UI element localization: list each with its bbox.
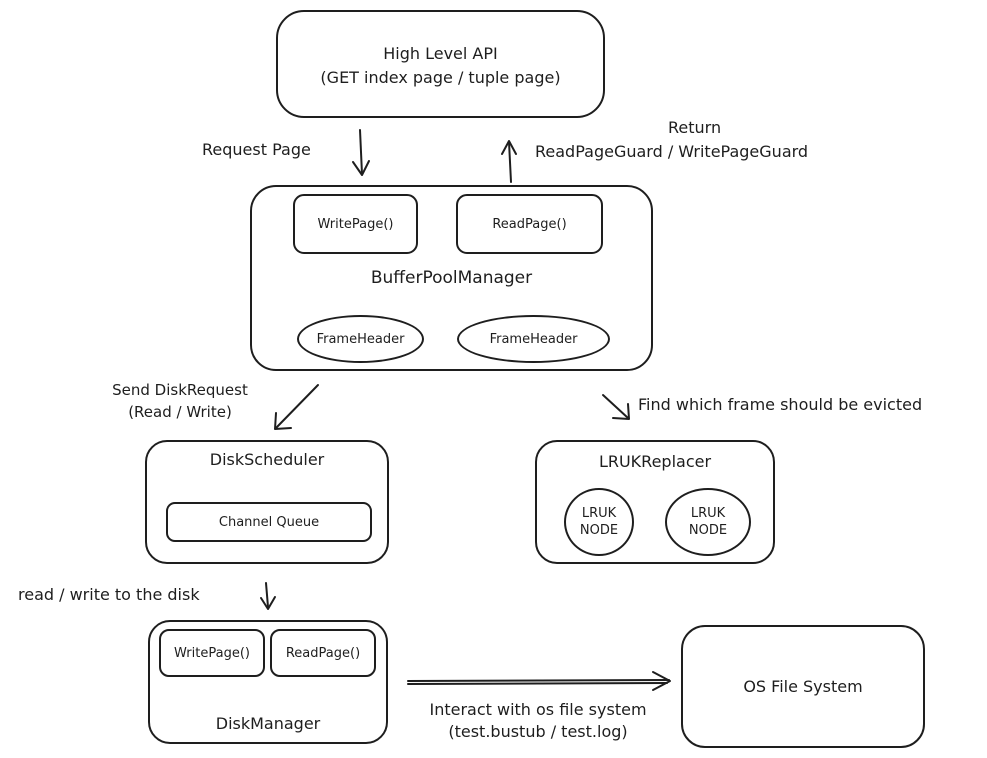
interact-os-arrow <box>407 671 671 691</box>
bpm-read-page-label: ReadPage() <box>492 216 567 232</box>
os-file-system-title: OS File System <box>743 677 863 696</box>
return-arrow <box>501 140 517 183</box>
lruk-node-2-line1: LRUK <box>690 506 726 521</box>
lruk-node-1-line1: LRUK <box>581 506 617 521</box>
dm-read-page: ReadPage() <box>270 629 376 677</box>
interact-os-line1: Interact with os file system <box>429 700 647 719</box>
interact-os-label: Interact with os file system (test.bustu… <box>393 699 683 743</box>
lruk-replacer-box: LRUKReplacer LRUK NODE LRUK NODE <box>535 440 775 564</box>
request-page-label: Request Page <box>202 140 311 159</box>
return-guards-label: ReadPageGuard / WritePageGuard <box>535 142 809 161</box>
read-write-disk-arrow <box>260 582 276 610</box>
frame-header-1: FrameHeader <box>297 315 424 363</box>
buffer-pool-manager-box: WritePage() ReadPage() BufferPoolManager… <box>250 185 653 371</box>
disk-manager-box: WritePage() ReadPage() DiskManager <box>148 620 388 744</box>
lruk-node-2-text: LRUK NODE <box>689 505 727 539</box>
disk-scheduler-box: DiskScheduler Channel Queue <box>145 440 389 564</box>
frame-header-2-label: FrameHeader <box>489 331 578 347</box>
bpm-read-page: ReadPage() <box>456 194 603 254</box>
bpm-write-page-label: WritePage() <box>317 216 394 232</box>
lruk-node-1: LRUK NODE <box>564 488 634 556</box>
high-level-api-title: High Level API <box>383 44 498 63</box>
lruk-node-1-text: LRUK NODE <box>580 505 618 539</box>
send-disk-request-label: Send DiskRequest (Read / Write) <box>84 379 276 423</box>
disk-manager-title: DiskManager <box>215 714 321 733</box>
channel-queue: Channel Queue <box>166 502 372 542</box>
lruk-node-2-line2: NODE <box>688 523 728 538</box>
bpm-title: BufferPoolManager <box>370 268 533 288</box>
disk-scheduler-title: DiskScheduler <box>209 450 325 469</box>
send-disk-request-line1: Send DiskRequest <box>112 381 248 399</box>
channel-queue-label: Channel Queue <box>218 514 320 530</box>
return-label: Return <box>668 118 722 137</box>
request-page-arrow <box>352 129 370 176</box>
frame-header-2: FrameHeader <box>457 315 610 363</box>
send-disk-request-line2: (Read / Write) <box>128 403 232 421</box>
dm-write-page-label: WritePage() <box>174 645 250 661</box>
lruk-node-1-line2: NODE <box>579 523 619 538</box>
find-evict-arrow <box>602 394 630 420</box>
read-write-disk-label: read / write to the disk <box>18 585 200 604</box>
interact-os-line2: (test.bustub / test.log) <box>448 722 628 741</box>
lruk-replacer-title: LRUKReplacer <box>598 452 712 471</box>
dm-read-page-label: ReadPage() <box>285 645 361 661</box>
lruk-node-2: LRUK NODE <box>665 488 751 556</box>
bpm-write-page: WritePage() <box>293 194 418 254</box>
frame-header-1-label: FrameHeader <box>316 331 405 347</box>
high-level-api-subtitle: (GET index page / tuple page) <box>320 68 561 87</box>
find-evict-label: Find which frame should be evicted <box>638 395 923 414</box>
dm-write-page: WritePage() <box>159 629 265 677</box>
send-disk-request-arrow <box>274 384 319 430</box>
high-level-api-box: High Level API (GET index page / tuple p… <box>276 10 605 118</box>
os-file-system-box: OS File System <box>681 625 925 748</box>
